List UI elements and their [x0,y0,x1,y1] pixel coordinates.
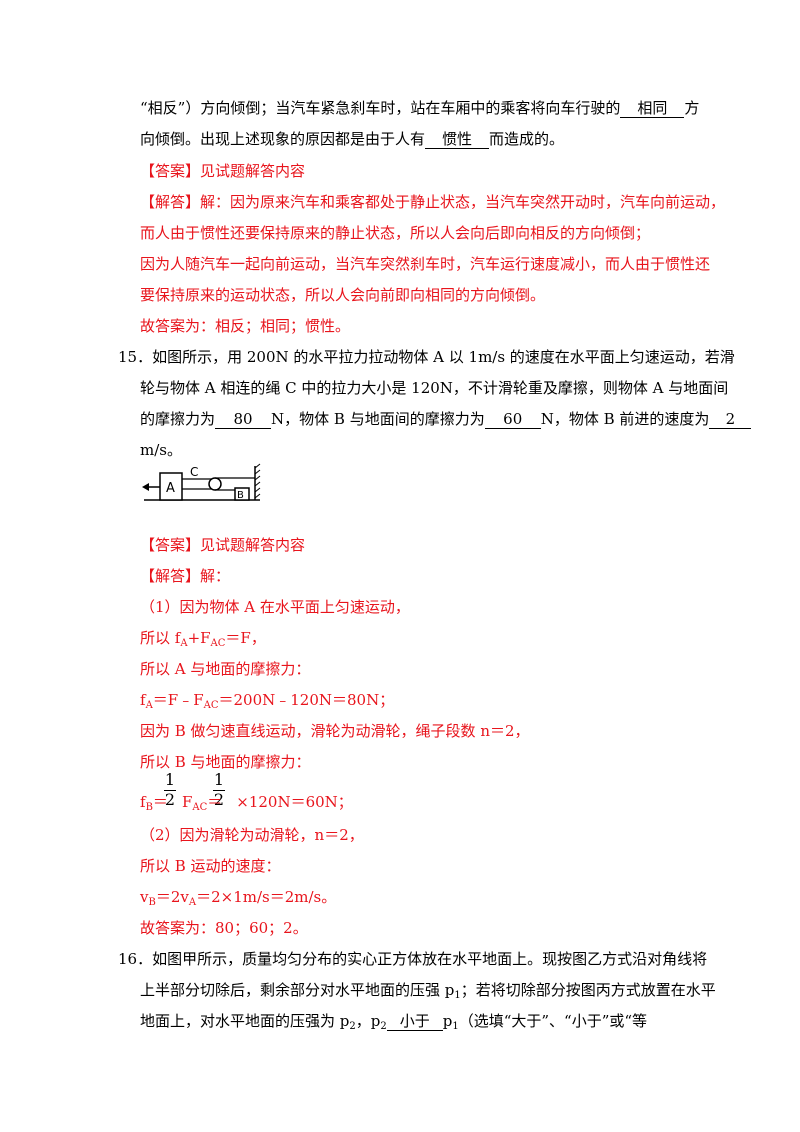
q15-solution-10: vB＝2vA＝2×1m/s＝2m/s。 [140,888,337,908]
q15-blank2: 60 [484,410,541,429]
q14-answer: 【答案】见试题解答内容 [140,162,306,180]
q15-solution-2: 所以 fA+FAC＝F， [140,629,266,649]
q15-answer: 【答案】见试题解答内容 [140,536,306,554]
q16-line1: 16．如图甲所示，质量均匀分布的实心正方体放在水平地面上。现按图乙方式沿对角线将 [118,950,708,968]
q15-line2: 轮与物体 A 相连的绳 C 中的拉力大小是 120N，不计滑轮重及摩擦，则物体 … [140,379,729,397]
q14-solution-4: 要保持原来的运动状态，所以人会向前即向相同的方向倾倒。 [140,286,546,304]
q14-solution-2: 而人由于惯性还要保持原来的静止状态，所以人会向后即向相反的方向倾倒； [140,224,651,242]
q16-line2: 上半部分切除后，剩余部分对水平地面的压强 p1；若将切除部分按图丙方式放置在水平 [140,981,716,1001]
q15-solution-4: fA＝F﹣FAC＝200N﹣120N＝80N； [140,691,395,711]
block-a-label: A [166,481,175,496]
pulley-diagram: A C B [142,463,261,501]
q16-blank: 小于 [386,1012,443,1031]
q15-number: 15． [118,348,153,366]
q15-blank1: 80 [215,410,272,429]
q14-solution-1: 【解答】解：因为原来汽车和乘客都处于静止状态，当汽车突然开动时，汽车向前运动， [140,193,726,211]
q15-line4: m/s。 [140,441,182,459]
q14-line1: “相反”）方向倾倒；当汽车紧急刹车时，站在车厢中的乘客将向车行驶的相同方 [140,99,700,118]
q14-solution-3: 因为人随汽车一起向前运动，当汽车突然刹车时，汽车运行速度减小，而人由于惯性还 [140,255,711,273]
q15-solution-9: 所以 B 运动的速度： [140,857,281,875]
q16-number: 16． [118,950,153,968]
q14-blank2: 惯性 [425,130,490,149]
q15-solution-head: 【解答】解： [140,567,231,585]
q14-line2: 向倾倒。出现上述现象的原因都是由于人有惯性而造成的。 [140,130,565,149]
q15-blank3: 2 [709,410,752,429]
q15-solution-5: 因为 B 做匀速直线运动，滑轮为动滑轮，绳子段数 n＝2， [140,722,530,740]
q15-solution-6: 所以 B 与地面的摩擦力： [140,753,311,771]
q14-final-answer: 故答案为：相反；相同；惯性。 [140,317,351,335]
q15-line1: 15．如图所示，用 200N 的水平拉力拉动物体 A 以 1m/s 的速度在水平… [118,348,735,366]
q15-solution-7: fB＝FAC＝×120N＝60N； [140,793,353,813]
rope-c-label: C [190,465,198,479]
q15-solution-3: 所以 A 与地面的摩擦力： [140,660,311,678]
q15-solution-8: （2）因为滑轮为动滑轮，n＝2， [140,826,364,844]
q14-blank1: 相同 [620,99,685,118]
q15-solution-1: （1）因为物体 A 在水平面上匀速运动， [140,598,410,616]
block-b-label: B [237,490,244,501]
q15-final-answer: 故答案为：80；60；2。 [140,919,308,937]
